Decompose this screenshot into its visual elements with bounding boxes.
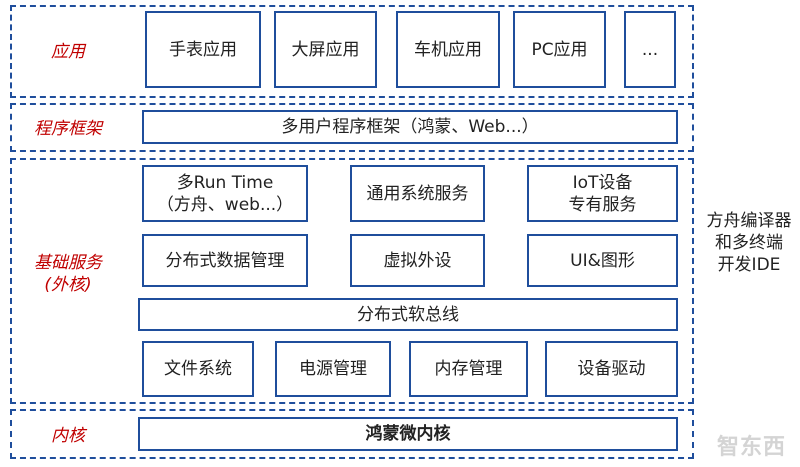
app-box-more: ... <box>624 11 676 88</box>
iot-line2: 专有服务 <box>568 194 637 215</box>
app-box-big-screen: 大屏应用 <box>274 11 377 88</box>
side-tool-text: 方舟编译器 和多终端 开发IDE <box>702 210 796 276</box>
app-layer-label: 应用 <box>51 42 85 62</box>
side-tool-line3: 开发IDE <box>717 255 781 275</box>
base-services-label-line1: 基础服务 <box>34 253 102 273</box>
virtual-peripheral-box: 虚拟外设 <box>350 234 485 287</box>
kernel-layer-label: 内核 <box>51 426 85 446</box>
app-box-watch: 手表应用 <box>145 11 261 88</box>
side-tool-line1: 方舟编译器 <box>706 211 792 231</box>
general-system-service-box: 通用系统服务 <box>350 165 485 222</box>
side-tool-line2: 和多终端 <box>715 233 783 253</box>
iot-line1: IoT设备 <box>572 172 633 193</box>
file-system-box: 文件系统 <box>142 341 254 397</box>
memory-management-box: 内存管理 <box>409 341 528 397</box>
base-services-layer <box>10 158 694 404</box>
ui-graphics-box: UI&图形 <box>527 234 678 287</box>
base-services-label-line2: (外核) <box>44 275 92 295</box>
soft-bus-box: 分布式软总线 <box>138 298 678 331</box>
kernel-box: 鸿蒙微内核 <box>138 417 678 451</box>
app-box-car: 车机应用 <box>396 11 500 88</box>
app-box-pc: PC应用 <box>513 11 606 88</box>
framework-layer-label: 程序框架 <box>34 119 102 139</box>
distributed-data-box: 分布式数据管理 <box>142 234 308 287</box>
watermark-logo: 智东西 <box>716 435 786 460</box>
app-layer <box>10 5 694 98</box>
runtime-line2: （方舟、web...） <box>156 194 294 215</box>
iot-service-box: IoT设备 专有服务 <box>527 165 678 222</box>
power-management-box: 电源管理 <box>275 341 391 397</box>
runtime-box: 多Run Time （方舟、web...） <box>142 165 308 222</box>
kernel-layer <box>10 409 694 459</box>
device-driver-box: 设备驱动 <box>545 341 678 397</box>
framework-box: 多用户程序框架（鸿蒙、Web...） <box>142 110 678 144</box>
framework-layer <box>10 103 694 152</box>
base-services-layer-label: 基础服务 (外核) <box>18 252 118 296</box>
runtime-line1: 多Run Time <box>176 172 274 193</box>
